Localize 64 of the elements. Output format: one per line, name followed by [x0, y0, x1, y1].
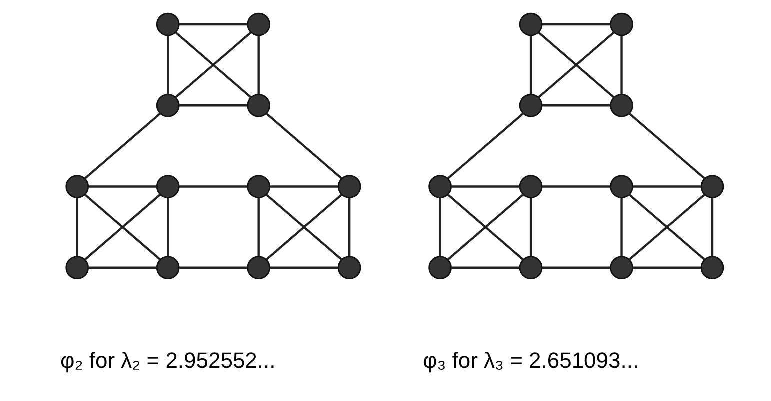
- connector: [84, 112, 161, 180]
- connector: [166, 198, 169, 256]
- connector: [628, 194, 705, 261]
- connector: [178, 266, 248, 269]
- connector: [451, 186, 520, 188]
- node-circle: [65, 175, 89, 198]
- connector: [710, 198, 714, 256]
- connector: [265, 194, 342, 261]
- connector: [451, 266, 520, 269]
- node-circle: [337, 175, 361, 198]
- connector: [632, 266, 701, 269]
- connector: [438, 198, 441, 256]
- connector: [178, 186, 248, 188]
- connector: [529, 198, 532, 256]
- node-circle: [700, 256, 724, 280]
- node-circle: [246, 256, 270, 280]
- connector: [270, 266, 338, 269]
- connector: [265, 112, 342, 180]
- node-circle: [428, 175, 452, 198]
- connector: [174, 32, 252, 98]
- node-circle: [156, 256, 180, 280]
- node-circle: [700, 175, 724, 198]
- connector: [446, 194, 524, 261]
- connector: [178, 104, 248, 107]
- node-circle: [428, 256, 452, 280]
- node-circle: [156, 94, 180, 118]
- node-circle: [518, 94, 542, 118]
- node-circle: [156, 175, 180, 198]
- node-circle: [610, 256, 633, 280]
- node-circle: [156, 12, 180, 36]
- connector: [88, 186, 156, 188]
- node-circle: [610, 175, 633, 198]
- connector: [84, 194, 161, 261]
- connector: [348, 198, 350, 256]
- node-circle: [246, 12, 270, 36]
- node-circle: [65, 256, 89, 280]
- node-circle: [518, 175, 542, 198]
- connector: [620, 198, 622, 256]
- connector: [446, 112, 524, 180]
- connector: [542, 104, 610, 107]
- connector: [538, 32, 614, 98]
- connector: [166, 36, 169, 94]
- connector: [542, 23, 610, 26]
- connector: [529, 36, 532, 94]
- node-circle: [246, 94, 270, 118]
- node-circle: [518, 256, 542, 280]
- label: φ₃ for λ₃ = 2.651093...: [422, 348, 639, 373]
- label: φ₂ for λ₂ = 2.952552...: [60, 348, 276, 373]
- node-circle: [246, 175, 270, 198]
- connector: [632, 186, 701, 188]
- connector: [620, 36, 622, 94]
- connector: [542, 186, 610, 188]
- connector: [178, 23, 248, 26]
- connector: [257, 36, 260, 94]
- connector: [628, 112, 705, 180]
- node-circle: [610, 12, 633, 36]
- connector: [542, 266, 610, 269]
- connector: [88, 266, 156, 269]
- connector: [257, 198, 260, 256]
- node-circle: [610, 94, 633, 118]
- node-circle: [337, 256, 361, 280]
- connector: [270, 186, 338, 188]
- connector: [76, 198, 78, 256]
- node-circle: [518, 12, 542, 36]
